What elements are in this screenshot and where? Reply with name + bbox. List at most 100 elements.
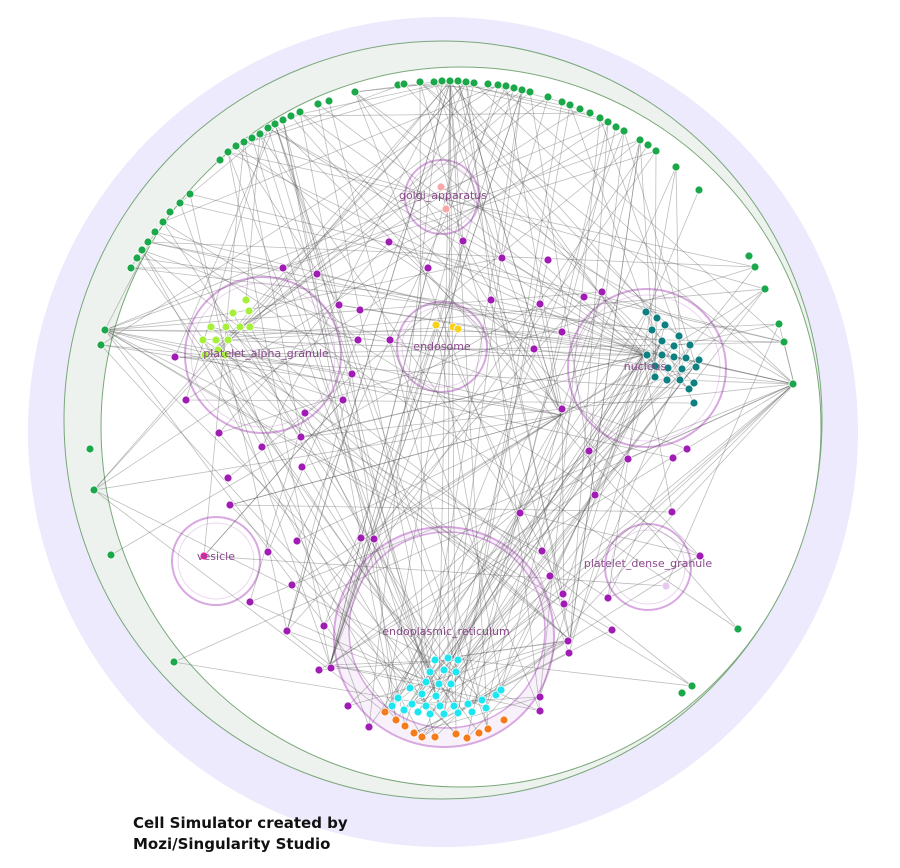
nucleus-molecule-node[interactable] xyxy=(674,331,684,341)
membrane-molecule-node[interactable] xyxy=(215,155,225,165)
membrane-molecule-node[interactable] xyxy=(501,81,511,91)
golgi-molecule-node[interactable] xyxy=(436,182,446,192)
er-molecule-node[interactable] xyxy=(453,655,463,665)
cytosol-molecule-node[interactable] xyxy=(334,300,344,310)
cytosol-molecule-node[interactable] xyxy=(278,263,288,273)
membrane-molecule-node[interactable] xyxy=(437,76,447,86)
nucleus-molecule-node[interactable] xyxy=(650,372,660,382)
er-molecule-node[interactable] xyxy=(435,701,445,711)
cytosol-molecule-node[interactable] xyxy=(545,571,555,581)
membrane-molecule-node[interactable] xyxy=(286,111,296,121)
cytosol-molecule-node[interactable] xyxy=(668,453,678,463)
er-molecule-node[interactable] xyxy=(421,701,431,711)
cytosol-molecule-node[interactable] xyxy=(543,255,553,265)
cytosol-molecule-node[interactable] xyxy=(338,395,348,405)
er-molecule-node[interactable] xyxy=(417,689,427,699)
membrane-molecule-node[interactable] xyxy=(132,253,142,263)
cytosol-molecule-node[interactable] xyxy=(385,335,395,345)
cytosol-molecule-node[interactable] xyxy=(353,335,363,345)
nucleus-molecule-node[interactable] xyxy=(642,350,652,360)
membrane-molecule-node[interactable] xyxy=(158,217,168,227)
cytosol-molecule-node[interactable] xyxy=(584,446,594,456)
nucleus-molecule-node[interactable] xyxy=(650,361,660,371)
er-surface-molecule-node[interactable] xyxy=(499,715,509,725)
endosome-molecule-node[interactable] xyxy=(453,324,463,334)
membrane-molecule-node[interactable] xyxy=(143,237,153,247)
er-molecule-node[interactable] xyxy=(467,707,477,717)
membrane-molecule-node[interactable] xyxy=(100,325,110,335)
er-surface-molecule-node[interactable] xyxy=(391,715,401,725)
cytosol-molecule-node[interactable] xyxy=(557,404,567,414)
nucleus-molecule-node[interactable] xyxy=(669,352,679,362)
cytosol-molecule-node[interactable] xyxy=(356,533,366,543)
membrane-molecule-node[interactable] xyxy=(175,198,185,208)
er-molecule-node[interactable] xyxy=(431,691,441,701)
er-surface-molecule-node[interactable] xyxy=(483,724,493,734)
alpha-granule-molecule-node[interactable] xyxy=(245,322,255,332)
cytosol-molecule-node[interactable] xyxy=(292,536,302,546)
nucleus-molecule-node[interactable] xyxy=(647,325,657,335)
cytosol-molecule-node[interactable] xyxy=(245,597,255,607)
cytosol-molecule-node[interactable] xyxy=(263,547,273,557)
membrane-molecule-node[interactable] xyxy=(760,284,770,294)
er-molecule-node[interactable] xyxy=(496,685,506,695)
cytosol-molecule-node[interactable] xyxy=(343,701,353,711)
membrane-molecule-node[interactable] xyxy=(313,99,323,109)
nucleus-molecule-node[interactable] xyxy=(662,375,672,385)
membrane-molecule-node[interactable] xyxy=(774,319,784,329)
nucleus-molecule-node[interactable] xyxy=(657,350,667,360)
endosome-molecule-node[interactable] xyxy=(431,320,441,330)
alpha-granule-molecule-node[interactable] xyxy=(220,350,230,360)
cytosol-molecule-node[interactable] xyxy=(563,636,573,646)
membrane-molecule-node[interactable] xyxy=(585,108,595,118)
cytosol-molecule-node[interactable] xyxy=(623,454,633,464)
membrane-molecule-node[interactable] xyxy=(96,340,106,350)
membrane-molecule-node[interactable] xyxy=(165,207,175,217)
er-molecule-node[interactable] xyxy=(405,683,415,693)
membrane-molecule-node[interactable] xyxy=(453,76,463,86)
alpha-granule-molecule-node[interactable] xyxy=(223,335,233,345)
er-molecule-node[interactable] xyxy=(393,693,403,703)
cytosol-molecule-node[interactable] xyxy=(497,253,507,263)
membrane-molecule-node[interactable] xyxy=(517,85,527,95)
nucleus-molecule-node[interactable] xyxy=(689,398,699,408)
membrane-molecule-node[interactable] xyxy=(619,126,629,136)
cytosol-molecule-node[interactable] xyxy=(515,508,525,518)
membrane-molecule-node[interactable] xyxy=(575,104,585,114)
cytosol-molecule-node[interactable] xyxy=(535,706,545,716)
nucleus-molecule-node[interactable] xyxy=(641,307,651,317)
er-molecule-node[interactable] xyxy=(421,677,431,687)
alpha-granule-molecule-node[interactable] xyxy=(235,322,245,332)
alpha-granule-molecule-node[interactable] xyxy=(221,322,231,332)
membrane-molecule-node[interactable] xyxy=(557,97,567,107)
alpha-granule-molecule-node[interactable] xyxy=(211,335,221,345)
membrane-molecule-node[interactable] xyxy=(350,87,360,97)
membrane-molecule-node[interactable] xyxy=(231,141,241,151)
er-molecule-node[interactable] xyxy=(446,679,456,689)
membrane-molecule-node[interactable] xyxy=(263,123,273,133)
alpha-granule-molecule-node[interactable] xyxy=(244,306,254,316)
membrane-molecule-node[interactable] xyxy=(635,135,645,145)
cytosol-molecule-node[interactable] xyxy=(326,663,336,673)
cytosol-molecule-node[interactable] xyxy=(347,369,357,379)
membrane-molecule-node[interactable] xyxy=(137,245,147,255)
cytosol-molecule-node[interactable] xyxy=(535,299,545,309)
nucleus-molecule-node[interactable] xyxy=(691,362,701,372)
nucleus-molecule-node[interactable] xyxy=(660,320,670,330)
membrane-molecule-node[interactable] xyxy=(733,624,743,634)
er-surface-molecule-node[interactable] xyxy=(451,729,461,739)
membrane-molecule-node[interactable] xyxy=(169,657,179,667)
er-molecule-node[interactable] xyxy=(439,709,449,719)
cytosol-molecule-node[interactable] xyxy=(537,546,547,556)
cytosol-molecule-node[interactable] xyxy=(603,593,613,603)
golgi-molecule-node[interactable] xyxy=(441,204,451,214)
nucleus-molecule-node[interactable] xyxy=(684,384,694,394)
membrane-molecule-node[interactable] xyxy=(744,251,754,261)
er-surface-molecule-node[interactable] xyxy=(462,733,472,743)
er-surface-molecule-node[interactable] xyxy=(417,732,427,742)
membrane-molecule-node[interactable] xyxy=(415,77,425,87)
membrane-molecule-node[interactable] xyxy=(509,83,519,93)
membrane-molecule-node[interactable] xyxy=(493,80,503,90)
cytosol-molecule-node[interactable] xyxy=(257,442,267,452)
membrane-molecule-node[interactable] xyxy=(750,262,760,272)
